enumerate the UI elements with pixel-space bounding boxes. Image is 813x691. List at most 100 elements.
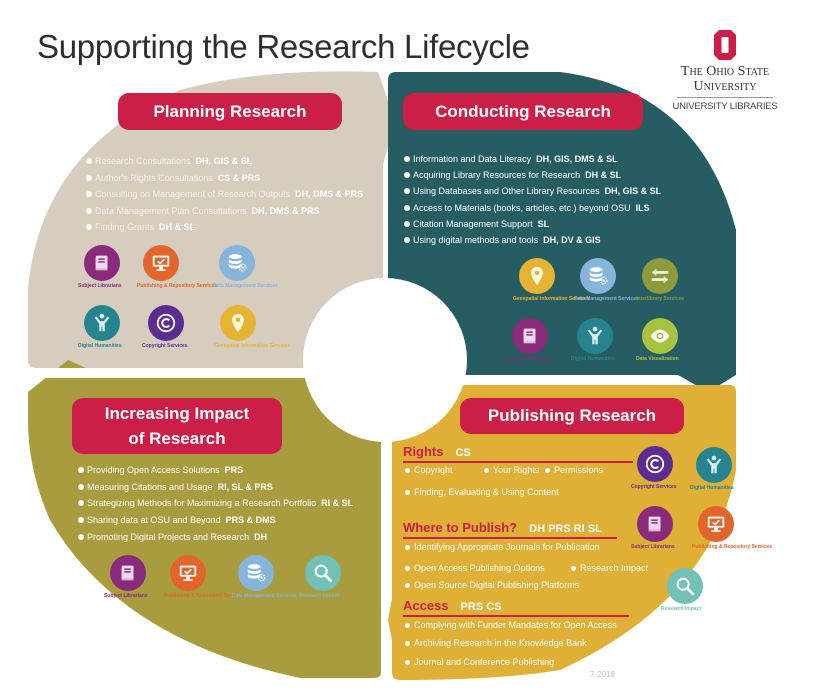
bullet-icon bbox=[78, 467, 84, 474]
bullet-icon bbox=[86, 207, 92, 214]
item-unit-tag: PRS bbox=[224, 465, 244, 476]
section-heading-text: Access bbox=[403, 598, 449, 613]
item-unit-tag: ILS bbox=[635, 202, 650, 213]
bullet-icon bbox=[404, 172, 410, 179]
conducting-list: Information and Data Literacy DH, GIS, DM… bbox=[404, 151, 661, 248]
item-text: Sharing data at OSU and Beyond bbox=[87, 515, 221, 526]
planning-title: Planning Research bbox=[118, 93, 342, 130]
section-heading-text: Where to Publish? bbox=[403, 520, 518, 535]
item-text: Promoting Digital Projects and Research bbox=[87, 531, 250, 542]
item-unit-tag: SL bbox=[537, 218, 550, 229]
item-text: Consulting on Management of Research Out… bbox=[95, 189, 291, 200]
item-text: Information and Data Literacy bbox=[413, 154, 532, 165]
service-icon-label: Data Management Services bbox=[213, 283, 278, 289]
section-heading-text: Rights bbox=[403, 444, 444, 459]
bullet-icon bbox=[78, 483, 84, 490]
item-unit-tag: CS & PRS bbox=[217, 172, 261, 183]
impact-title-line1: Increasing Impact bbox=[104, 404, 250, 423]
bullet-icon bbox=[78, 533, 84, 540]
publishing-section-heading: Where to Publish?DH PRS RI SL bbox=[403, 520, 602, 535]
section-rule bbox=[403, 461, 633, 463]
item-text: Using Databases and Other Library Resour… bbox=[413, 186, 600, 197]
person-icon bbox=[696, 447, 732, 483]
item-text: Permissions bbox=[554, 465, 604, 475]
item-unit-tag: PRS & DMS bbox=[225, 515, 276, 526]
item-unit-tag: RI & SL bbox=[321, 498, 354, 509]
bullet-icon bbox=[571, 565, 576, 571]
item-text: Providing Open Access Solutions bbox=[87, 465, 220, 476]
service-icon-label: Data Management Services bbox=[574, 296, 639, 302]
conducting-quadrant bbox=[388, 72, 736, 392]
item-text: Finding, Evaluating & Using Content bbox=[414, 487, 559, 497]
person-icon bbox=[577, 318, 613, 354]
item-unit-tag: DH, GIS & SL bbox=[604, 186, 662, 197]
bullet-icon bbox=[86, 224, 92, 231]
impact-list-item: Providing Open Access Solutions PRS bbox=[78, 462, 353, 479]
page-title: Supporting the Research Lifecycle bbox=[37, 28, 530, 65]
publishing-list-item: Journal and Conference Publishing bbox=[405, 657, 554, 667]
conducting-list-item: Using Databases and Other Library Resour… bbox=[404, 183, 661, 199]
publishing-list-item: Permissions bbox=[545, 465, 603, 475]
monitor-check-icon bbox=[170, 555, 206, 591]
conducting-title: Conducting Research bbox=[403, 93, 643, 130]
monitor-check-icon bbox=[698, 506, 734, 542]
service-icon-label: Copyright Services bbox=[142, 343, 188, 349]
item-text: Acquiring Library Resources for Research bbox=[413, 170, 581, 181]
bullet-icon bbox=[405, 489, 410, 495]
book-icon bbox=[512, 318, 548, 354]
impact-list: Providing Open Access Solutions PRS Measur… bbox=[78, 462, 353, 545]
service-icon-label: Subject Librarians bbox=[506, 356, 550, 362]
logo-line-2: University bbox=[693, 79, 757, 94]
section-rule bbox=[403, 537, 617, 539]
planning-list-item: Data Management Plan Consultations DH, DM… bbox=[86, 203, 363, 220]
swap-arrows-icon bbox=[642, 258, 678, 294]
publishing-list-item: Research Impact bbox=[571, 563, 648, 573]
service-icon-label: Digital Humanities bbox=[78, 343, 122, 349]
publishing-list-item: Your Rights bbox=[484, 465, 539, 475]
impact-list-item: Sharing data at OSU and Beyond PRS & DMS bbox=[78, 512, 353, 529]
bullet-icon bbox=[78, 500, 84, 507]
item-text: Data Management Plan Consultations bbox=[95, 205, 247, 216]
book-icon bbox=[637, 506, 673, 542]
service-icon-label: Publishing & Repository Services bbox=[137, 283, 218, 289]
item-text: Finding Grants bbox=[95, 222, 155, 233]
map-pin-icon bbox=[220, 305, 256, 341]
bullet-icon bbox=[404, 204, 410, 211]
item-unit-tag: DH, GIS, DMS & SL bbox=[536, 154, 618, 165]
item-unit-tag: DH, DV & GIS bbox=[543, 235, 601, 246]
copyright-icon bbox=[148, 305, 184, 341]
bullet-icon bbox=[78, 517, 84, 524]
bullet-icon bbox=[405, 622, 410, 628]
impact-list-item: Strategizing Methods for Maximizing a Re… bbox=[78, 495, 353, 512]
service-icon-label: Data Visualization bbox=[636, 356, 679, 362]
bullet-icon bbox=[405, 659, 410, 665]
service-icon-label: Geospatial Information Services bbox=[214, 343, 291, 349]
impact-title: Increasing Impact of Research bbox=[72, 398, 282, 454]
database-gear-icon bbox=[219, 245, 255, 281]
map-pin-icon bbox=[519, 258, 555, 294]
conducting-list-item: Acquiring Library Resources for Research… bbox=[404, 167, 661, 183]
publishing-list-item: Finding, Evaluating & Using Content bbox=[405, 487, 559, 497]
item-unit-tag: DH, GIS & SL bbox=[195, 156, 253, 167]
service-icon-label: Interlibrary Services bbox=[636, 296, 685, 302]
logo-line-1: The Ohio State bbox=[680, 64, 770, 79]
item-text: Access to Materials (books, articles, et… bbox=[413, 202, 631, 213]
eye-icon bbox=[642, 318, 678, 354]
service-icon-label: Geospatial Information Services bbox=[513, 296, 590, 302]
item-unit-tag: DH & SL bbox=[585, 170, 622, 181]
service-icon-label: Digital Humanities bbox=[690, 485, 734, 491]
item-text: Measuring Citations and Usage bbox=[87, 481, 213, 492]
magnifier-icon bbox=[667, 568, 703, 604]
service-icon-label: Publishing & Repository Services bbox=[164, 593, 245, 599]
date-stamp: 7-2018 bbox=[590, 670, 615, 679]
service-icon-label: Digital Humanities bbox=[571, 356, 615, 362]
item-unit-tag: DH, DMS & PRS bbox=[251, 205, 320, 216]
monitor-check-icon bbox=[143, 245, 179, 281]
